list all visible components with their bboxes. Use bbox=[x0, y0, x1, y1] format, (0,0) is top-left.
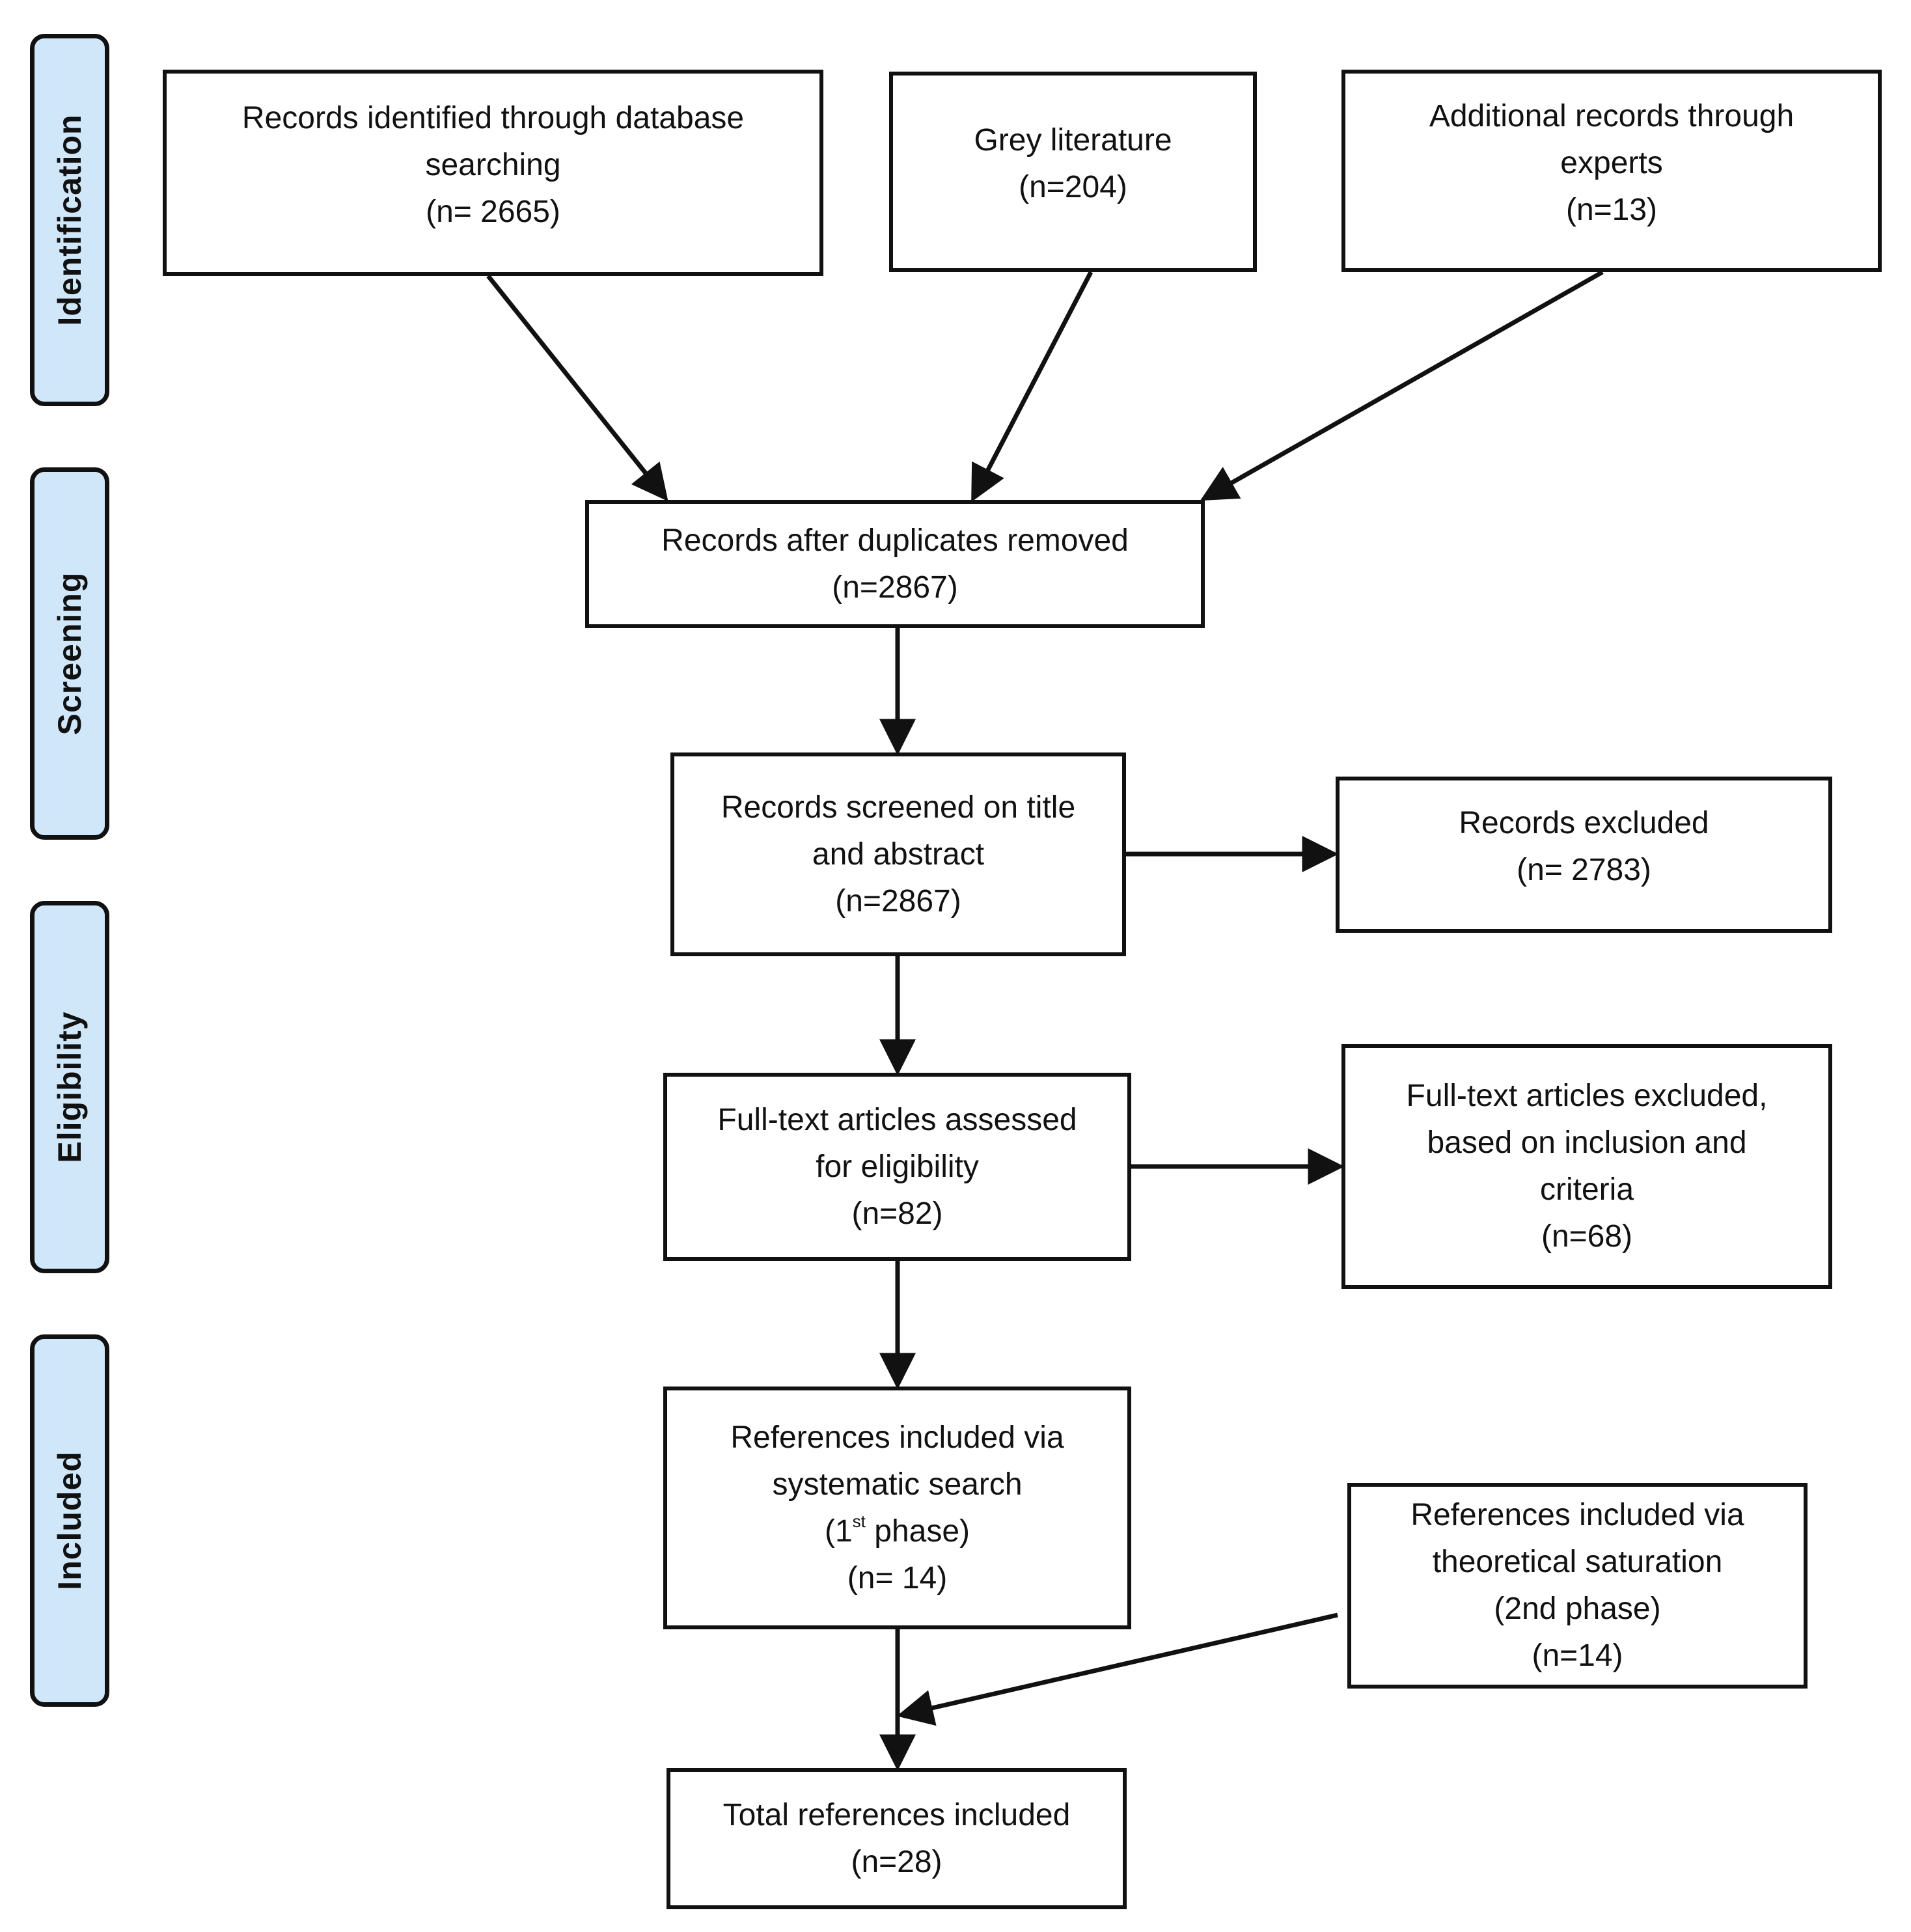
stage-label-identification: Identification bbox=[51, 114, 88, 326]
saturation-line3: (2nd phase) bbox=[1494, 1592, 1661, 1626]
experts-line2: experts bbox=[1560, 145, 1663, 180]
saturation-count: (n=14) bbox=[1532, 1638, 1623, 1673]
experts-line1: Additional records through bbox=[1429, 98, 1794, 133]
stage-label-included: Included bbox=[51, 1451, 88, 1590]
systematic-count: (n= 14) bbox=[847, 1560, 948, 1595]
arrow-experts-to-duplicates bbox=[1200, 269, 1604, 501]
box-systematic-search: References included via systematic searc… bbox=[663, 1387, 1131, 1629]
box-expert-records: Additional records through experts (n=13… bbox=[1341, 70, 1882, 272]
duplicates-count: (n=2867) bbox=[832, 570, 958, 605]
database-line2: searching bbox=[425, 147, 561, 182]
box-grey-literature: Grey literature (n=204) bbox=[889, 72, 1257, 272]
excluded-count: (n= 2783) bbox=[1517, 853, 1651, 887]
fulltext-excluded-line3: criteria bbox=[1539, 1172, 1634, 1207]
experts-count: (n=13) bbox=[1565, 192, 1658, 227]
fulltext-excluded-line1: Full-text articles excluded, bbox=[1406, 1079, 1768, 1113]
arrow-database-to-duplicates bbox=[486, 274, 668, 502]
box-records-screened: Records screened on title and abstract (… bbox=[670, 752, 1126, 956]
grey-count: (n=204) bbox=[1019, 170, 1127, 204]
stage-label-screening: Screening bbox=[51, 572, 88, 736]
fulltext-excluded-line2: based on inclusion and bbox=[1427, 1125, 1747, 1160]
fulltext-line2: for eligibility bbox=[816, 1149, 979, 1184]
box-records-excluded: Records excluded (n= 2783) bbox=[1336, 777, 1832, 933]
grey-line1: Grey literature bbox=[974, 123, 1172, 158]
fulltext-excluded-count: (n=68) bbox=[1541, 1219, 1633, 1254]
database-count: (n= 2665) bbox=[426, 194, 560, 229]
systematic-phase: (1st phase) bbox=[825, 1508, 970, 1555]
box-database-records: Records identified through database sear… bbox=[163, 70, 823, 276]
arrow-saturation-to-total bbox=[896, 1612, 1338, 1726]
systematic-phase-rest: phase) bbox=[865, 1513, 970, 1549]
screened-count: (n=2867) bbox=[835, 883, 961, 918]
systematic-line1: References included via bbox=[730, 1420, 1064, 1455]
box-theoretical-saturation: References included via theoretical satu… bbox=[1347, 1483, 1808, 1689]
box-fulltext-assessed: Full-text articles assessed for eligibil… bbox=[663, 1073, 1131, 1261]
database-line1: Records identified through database bbox=[241, 100, 745, 135]
stage-eligibility: Eligibility bbox=[30, 901, 109, 1273]
systematic-phase-num: (1 bbox=[824, 1513, 853, 1549]
systematic-phase-sup: st bbox=[852, 1511, 866, 1531]
stage-included: Included bbox=[30, 1334, 109, 1707]
box-duplicates-removed: Records after duplicates removed (n=2867… bbox=[585, 500, 1205, 628]
stage-label-eligibility: Eligibility bbox=[51, 1011, 88, 1163]
saturation-line1: References included via bbox=[1410, 1498, 1744, 1532]
excluded-line1: Records excluded bbox=[1459, 806, 1709, 840]
systematic-line2: systematic search bbox=[772, 1467, 1023, 1502]
total-count: (n=28) bbox=[851, 1844, 942, 1879]
stage-screening: Screening bbox=[30, 467, 109, 840]
screened-line2: and abstract bbox=[812, 836, 985, 872]
saturation-line2: theoretical saturation bbox=[1432, 1545, 1723, 1579]
box-total-included: Total references included (n=28) bbox=[667, 1768, 1127, 1909]
box-fulltext-excluded: Full-text articles excluded, based on in… bbox=[1341, 1044, 1832, 1289]
fulltext-count: (n=82) bbox=[851, 1196, 943, 1231]
screened-line1: Records screened on title bbox=[721, 790, 1076, 825]
fulltext-line1: Full-text articles assessed bbox=[717, 1102, 1077, 1137]
arrow-grey-to-duplicates bbox=[971, 271, 1093, 503]
stage-identification: Identification bbox=[30, 34, 109, 406]
total-line1: Total references included bbox=[722, 1797, 1071, 1832]
duplicates-line1: Records after duplicates removed bbox=[661, 523, 1129, 558]
